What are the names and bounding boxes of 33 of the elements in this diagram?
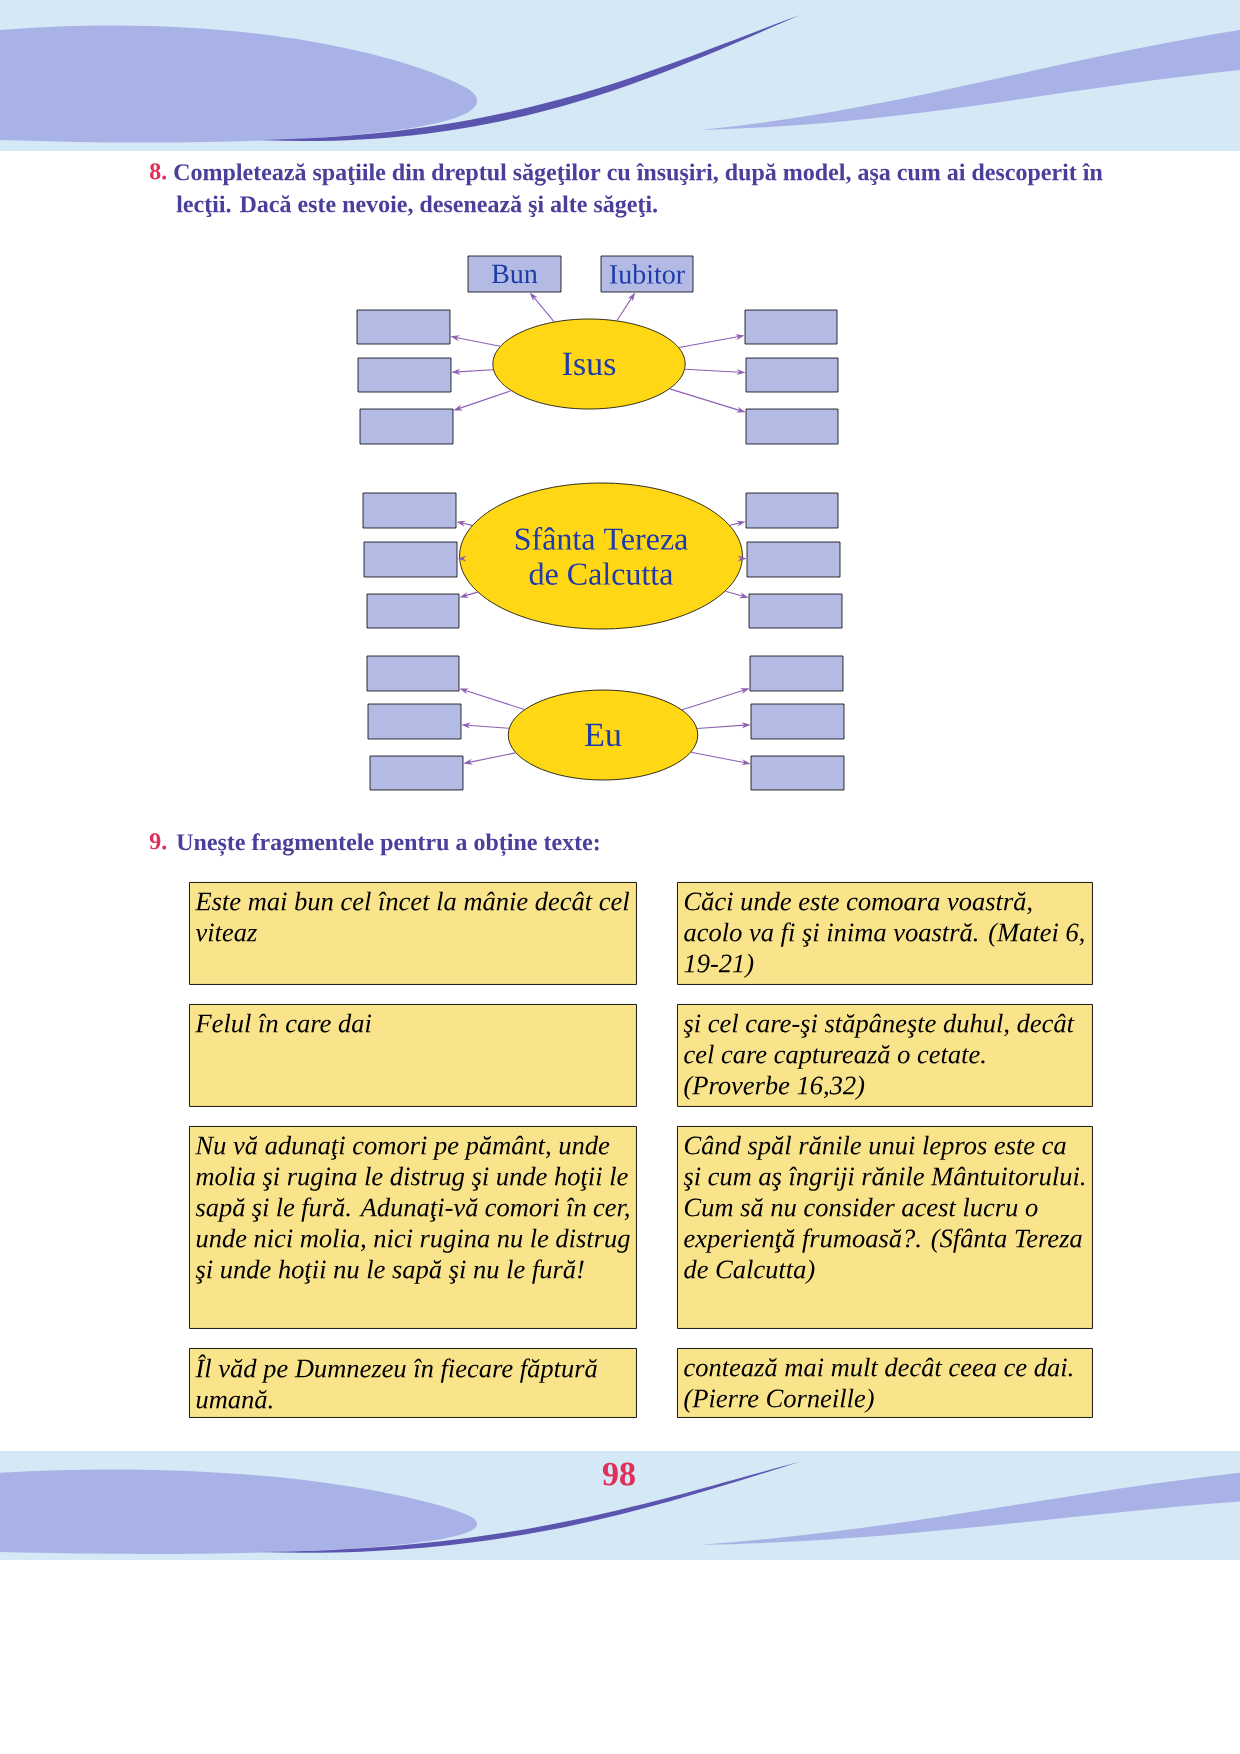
text-card: Felul în care dai <box>189 1004 637 1107</box>
answer-box <box>367 703 462 740</box>
text-card: Căci unde este comoara voastră, acolo va fi şi inima voastră. (Matei 6, 19-21) <box>677 882 1093 985</box>
answer-box <box>369 755 464 791</box>
answer-box <box>356 309 451 345</box>
answer-box <box>748 593 843 629</box>
text-card: contează mai mult decât ceea ce dai. (Pierre Corneille) <box>677 1348 1093 1418</box>
exercise-instruction: Completează spaţiile din dreptul săgeţilor cu însuşiri, după model, aşa cum ai descoperit în lecţii. Dacă este nevoie, desenează şi alte săgeţi. <box>174 163 1103 218</box>
answer-box <box>750 755 845 791</box>
page-number: 98 <box>602 1462 635 1486</box>
exercise-instruction: Unește fragmentele pentru a obține texte: <box>176 833 599 857</box>
answer-box <box>359 408 454 445</box>
text-card: Este mai bun cel încet la mânie decât cel viteaz <box>189 882 637 985</box>
answer-box <box>366 593 460 629</box>
answer-box <box>746 541 841 578</box>
text-card: şi cel care-şi stăpâneşte duhul, decât cel care capturează o cetate. (Proverbe 16,32) <box>677 1004 1093 1107</box>
exercise-number: 9. <box>149 833 167 850</box>
answer-box <box>745 408 839 445</box>
label-box: Iubitor <box>600 255 694 293</box>
answer-box <box>750 703 845 740</box>
answer-box <box>362 492 457 529</box>
text-card: Nu vă adunaţi comori pe pământ, unde molia şi rugina le distrug şi unde hoţii le sapă şi le fură. Adunaţi-vă comori în cer, unde nici molia, nici rugina nu le distrug şi unde hoţii nu le sapă şi nu le fură! <box>189 1126 637 1329</box>
answer-box <box>745 492 839 529</box>
answer-box <box>363 541 458 578</box>
answer-box <box>366 655 460 692</box>
exercise-number: 8. <box>150 163 167 180</box>
answer-box <box>745 357 839 393</box>
answer-box <box>744 309 838 345</box>
text-card: Îl văd pe Dumnezeu în fiecare făptură umană. <box>189 1348 637 1418</box>
answer-box <box>357 357 452 393</box>
label-box: Bun <box>467 255 562 293</box>
text-card: Când spăl rănile unui lepros este ca şi cum aş îngriji rănile Mântuitorului. Cum să nu consider acest lucru o experienţă frumoasă?. (Sfânta Tereza de Calcutta) <box>677 1126 1093 1329</box>
answer-box <box>749 655 844 692</box>
